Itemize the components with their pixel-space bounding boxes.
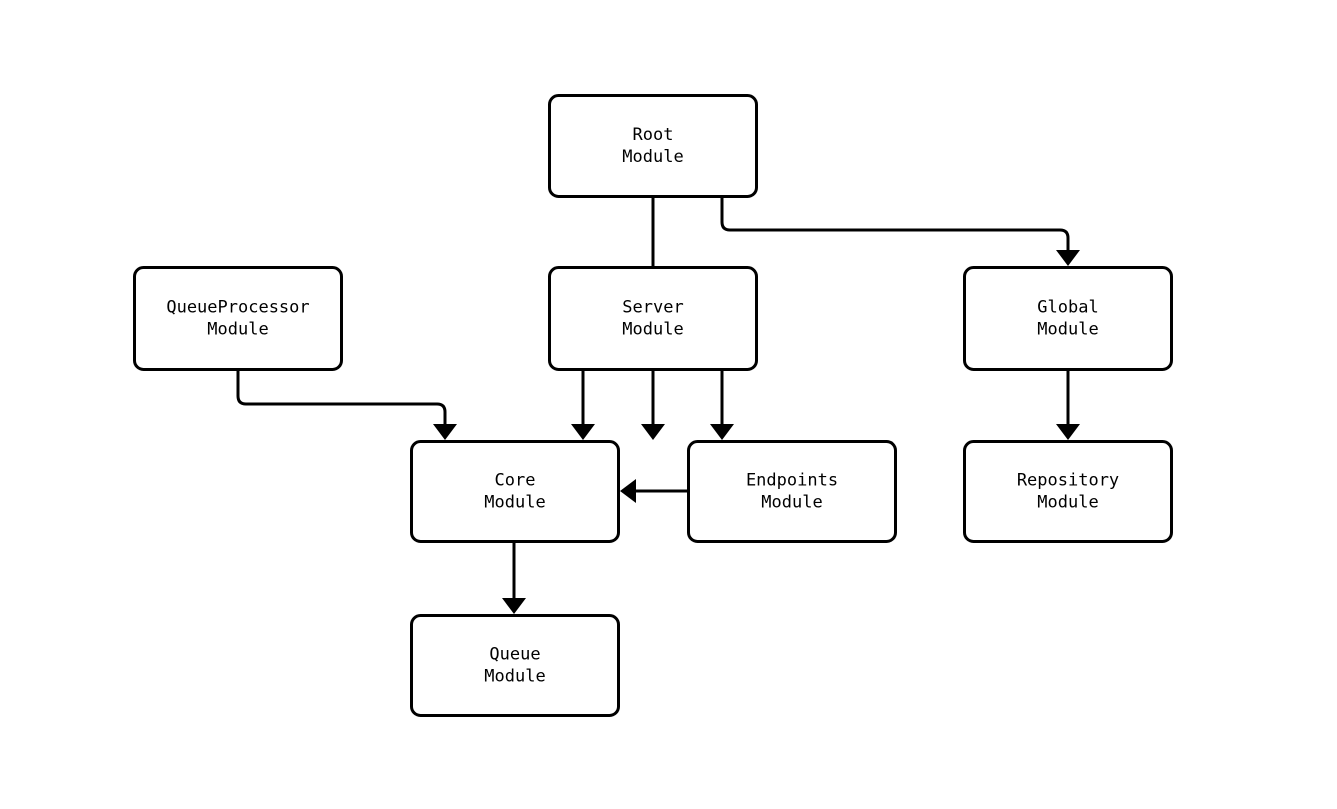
edge-server-to-core — [571, 371, 595, 440]
node-label-line2: Module — [761, 493, 822, 513]
node-label-line2: Module — [622, 147, 683, 167]
node-label-line2: Module — [484, 667, 545, 687]
node-label-line2: Module — [622, 320, 683, 340]
node-label-line1: Queue — [489, 645, 540, 665]
node-box[interactable] — [133, 266, 343, 371]
edge-global-to-repository — [1056, 371, 1080, 440]
node-label-line2: Module — [484, 493, 545, 513]
node-box[interactable] — [687, 440, 897, 543]
arrowhead-down — [1056, 250, 1080, 266]
edge-line — [720, 198, 1070, 250]
node-box[interactable] — [410, 614, 620, 717]
edges-layer — [236, 198, 1080, 614]
edge-line — [236, 371, 447, 424]
node-label-line2: Module — [1037, 493, 1098, 513]
arrowhead-down — [571, 424, 595, 440]
node-box[interactable] — [963, 266, 1173, 371]
node-label-line1: Core — [495, 471, 536, 491]
node-box[interactable] — [548, 94, 758, 198]
edge-core-to-queue — [502, 543, 526, 614]
node-label-line1: Global — [1037, 298, 1098, 318]
arrowhead-down — [641, 424, 665, 440]
edge-endpoints-to-core — [620, 479, 687, 503]
node-label-line1: Repository — [1017, 471, 1119, 491]
node-label-line1: QueueProcessor — [166, 298, 309, 318]
node-label-line1: Endpoints — [746, 471, 838, 491]
arrowhead-left — [620, 479, 636, 503]
arrowhead-down — [1056, 424, 1080, 440]
node-label-line1: Server — [622, 298, 683, 318]
node-label-line1: Root — [633, 125, 674, 145]
node-box[interactable] — [410, 440, 620, 543]
node-box[interactable] — [548, 266, 758, 371]
edge-server-to-endpoints — [710, 371, 734, 440]
node-label-line2: Module — [207, 320, 268, 340]
arrowhead-down — [502, 598, 526, 614]
arrowhead-down — [710, 424, 734, 440]
arrowhead-down — [433, 424, 457, 440]
node-box[interactable] — [963, 440, 1173, 543]
edge-root-to-global — [720, 198, 1080, 266]
node-label-line2: Module — [1037, 320, 1098, 340]
edge-queueprocessor-to-core — [236, 371, 457, 440]
